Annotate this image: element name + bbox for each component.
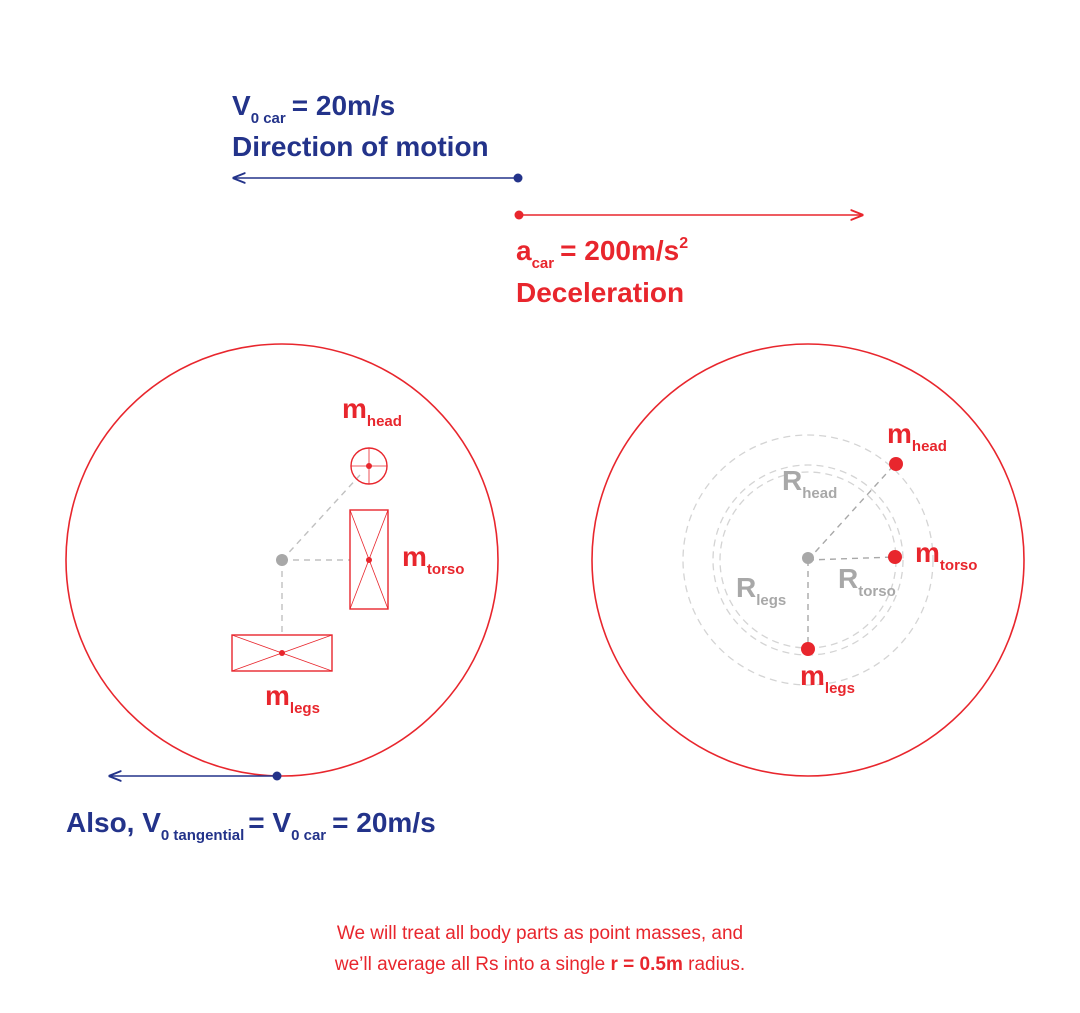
- legs-shape: [231, 634, 333, 672]
- left-connector-head: [281, 474, 361, 561]
- velocity-caption: Direction of motion: [232, 131, 489, 162]
- note-line-1: We will treat all body parts as point ma…: [337, 923, 743, 944]
- left-legs-label: mlegs: [265, 680, 320, 717]
- radius-circle-head: [682, 434, 934, 686]
- legs-point-mass: [801, 642, 815, 656]
- head-shape: [350, 447, 388, 485]
- torso-shape: [349, 509, 389, 610]
- left-rotation-circle: [65, 343, 499, 777]
- radius-label-legs: Rlegs: [736, 572, 786, 609]
- left-diagram: mhead mtorso mlegs: [65, 343, 499, 781]
- acceleration-caption: Deceleration: [516, 277, 684, 308]
- right-head-label: mhead: [887, 418, 947, 455]
- right-legs-label: mlegs: [800, 660, 855, 697]
- radius-label-torso: Rtorso: [838, 563, 896, 600]
- torso-point-mass: [888, 550, 902, 564]
- acceleration-arrow-origin: [514, 210, 524, 220]
- right-diagram: mhead mtorso mlegs Rhead Rtorso Rlegs: [591, 343, 1025, 777]
- tangential-arrow-origin: [272, 771, 282, 781]
- left-head-label: mhead: [342, 393, 402, 430]
- acceleration-label: acar= 200m/s2: [516, 235, 688, 272]
- head-point-mass: [889, 457, 903, 471]
- right-torso-label: mtorso: [915, 537, 977, 574]
- velocity-label: V0 car= 20m/s: [232, 90, 395, 127]
- right-rotation-circle: [591, 343, 1025, 777]
- velocity-arrow-origin: [513, 173, 523, 183]
- tangential-label: Also, V0 tangential= V0 car= 20m/s: [66, 807, 436, 844]
- left-pivot-point: [276, 554, 288, 566]
- radius-line-head: [807, 463, 896, 561]
- left-torso-label: mtorso: [402, 541, 464, 578]
- radius-label-head: Rhead: [782, 465, 837, 502]
- radius-line-torso: [807, 556, 896, 561]
- right-pivot-point: [802, 552, 814, 564]
- note-line-2: we’ll average all Rs into a single r = 0…: [334, 954, 745, 975]
